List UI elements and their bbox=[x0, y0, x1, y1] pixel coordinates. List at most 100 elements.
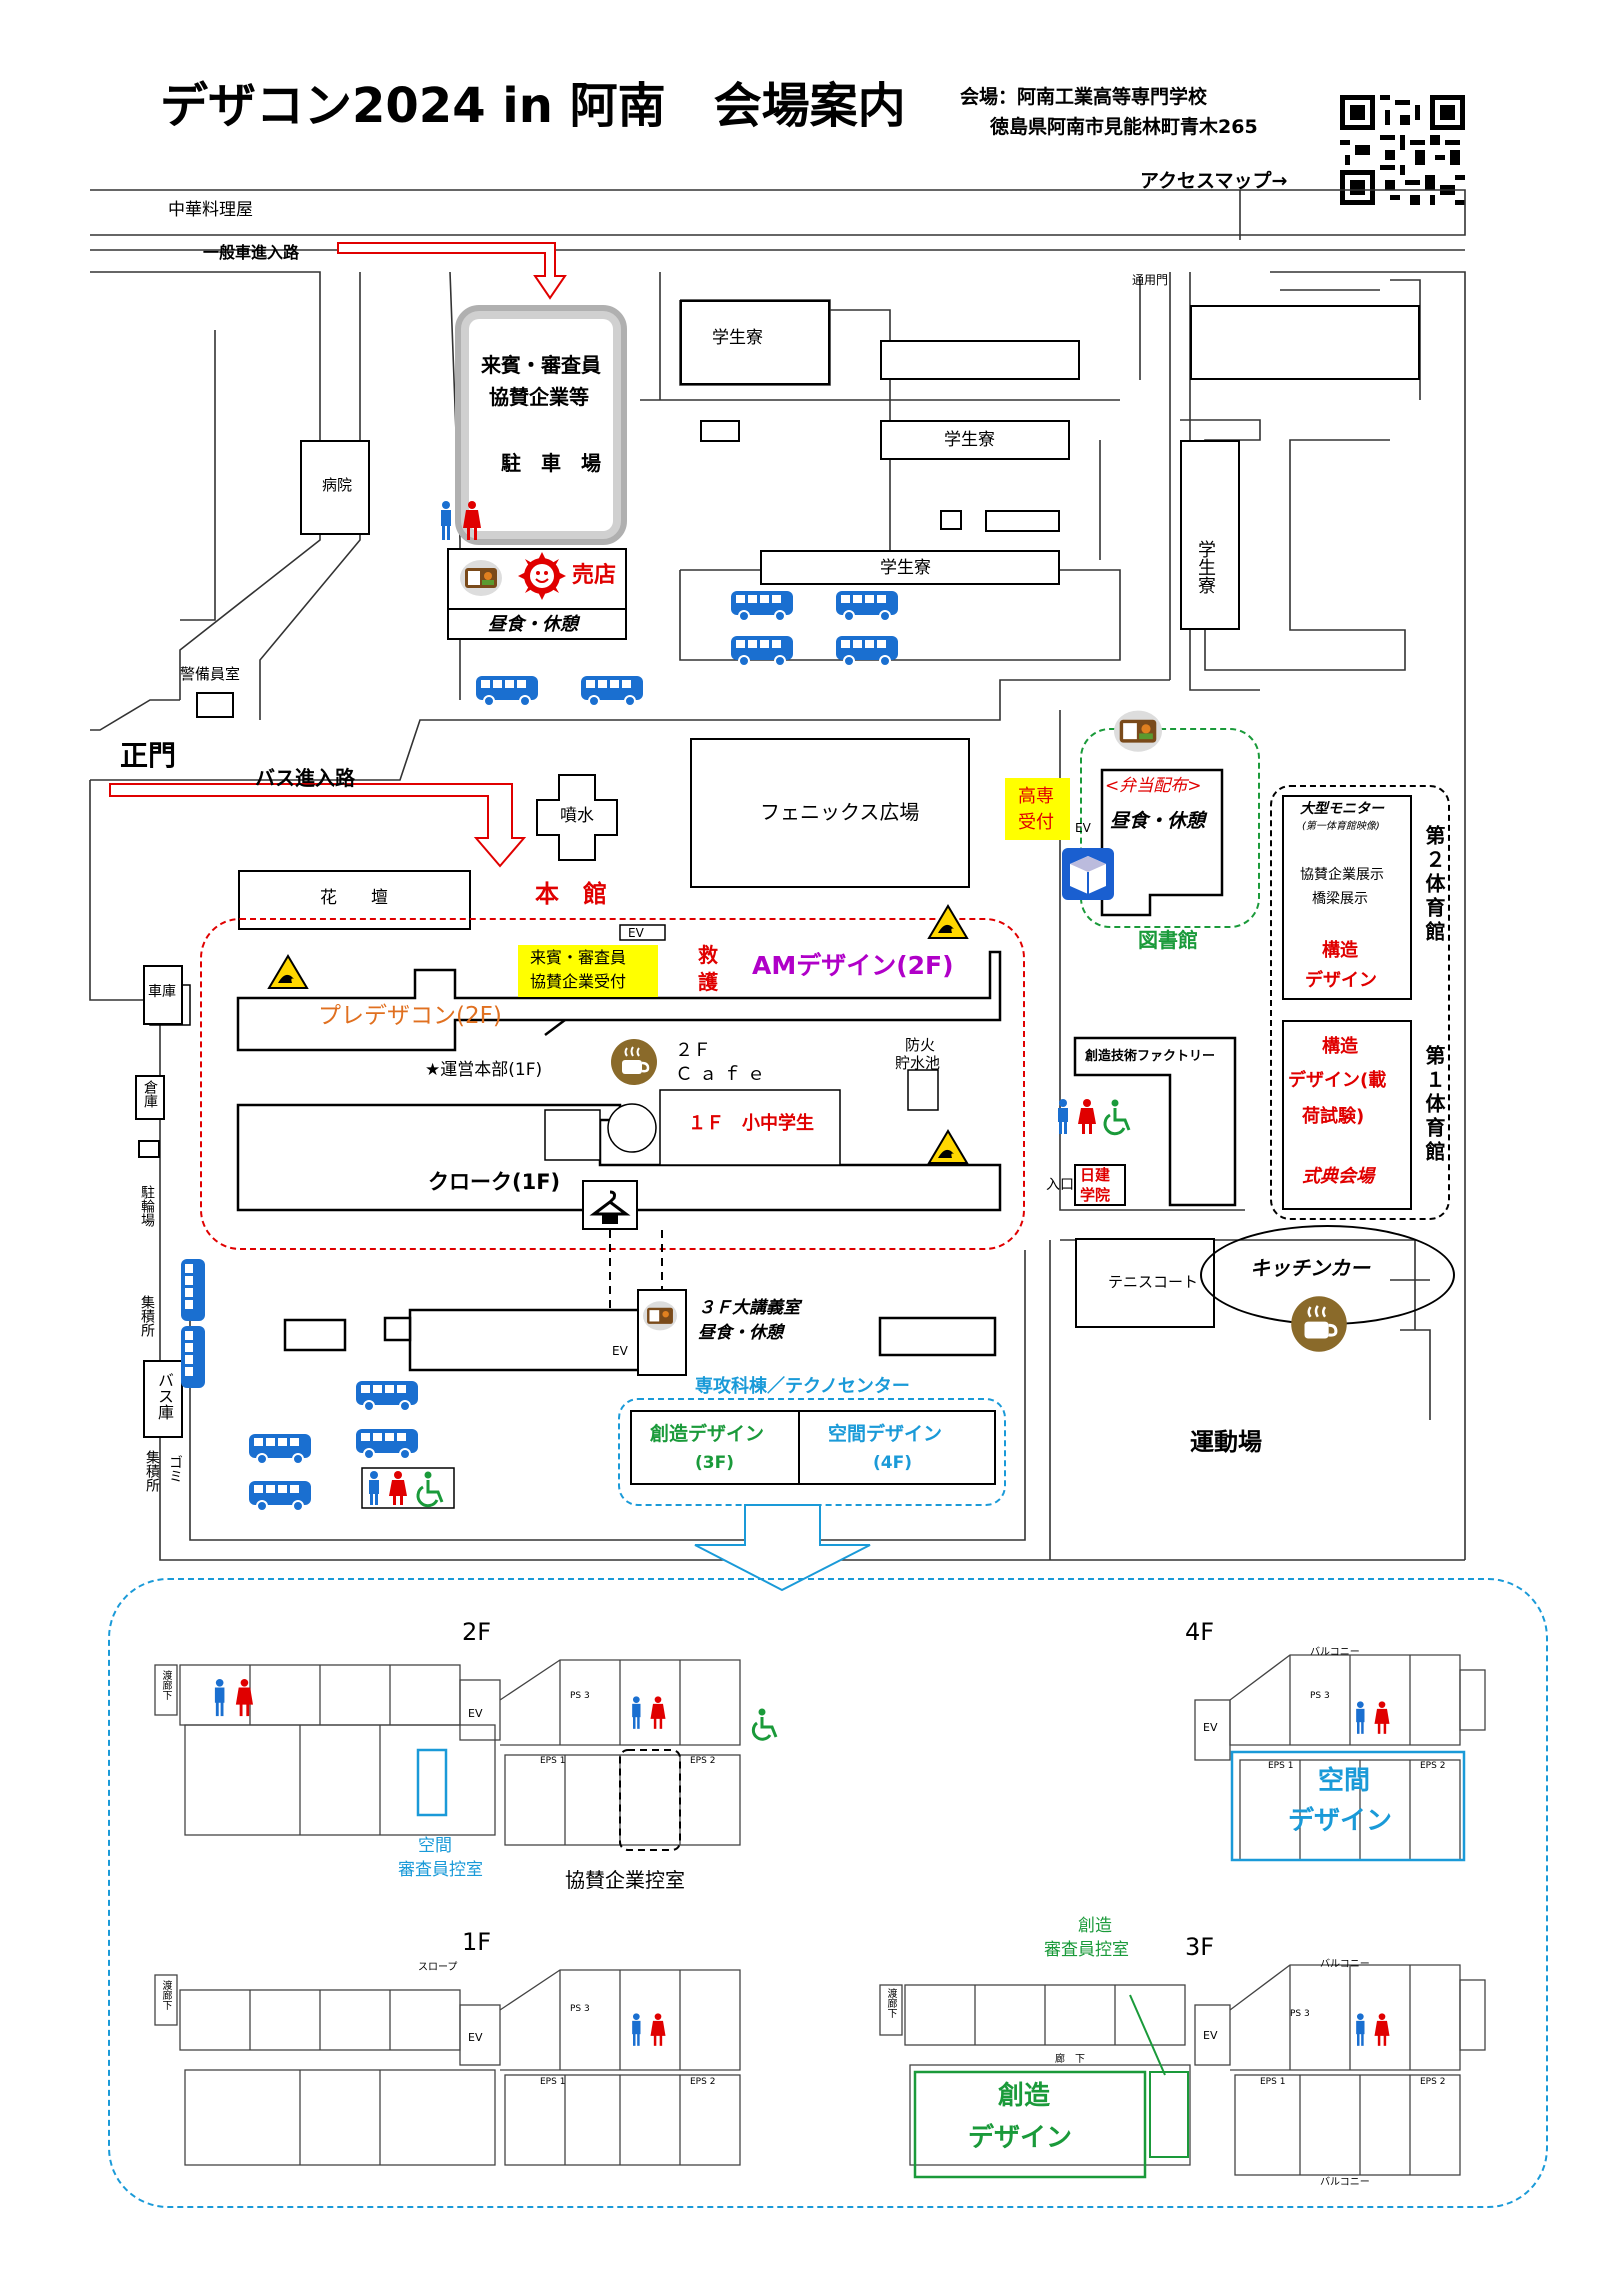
space-design-room bbox=[798, 1410, 996, 1485]
cafe-label: Ｃａｆｅ bbox=[675, 1064, 771, 1085]
creative-design-big-line2: デザイン bbox=[968, 2123, 1073, 2153]
bus-garage-label: バス庫 bbox=[155, 1372, 174, 1420]
bus-icon bbox=[249, 1434, 311, 1465]
floor4-eps2-label: EPS 2 bbox=[1420, 1761, 1446, 1771]
big-monitor-label: 大型モニター bbox=[1300, 801, 1384, 817]
shop-sun-icon bbox=[518, 552, 566, 600]
lecture-lunch-label: 昼食・休憩 bbox=[698, 1323, 783, 1343]
lecture-room-label: ３Ｆ大講義室 bbox=[698, 1298, 800, 1318]
bus-garage bbox=[143, 1360, 183, 1438]
floor2-corridor-label: 渡廊下 bbox=[160, 1670, 171, 1700]
big-monitor-sub-label: (第一体育館映像) bbox=[1302, 821, 1380, 832]
creative-design-label: 創造デザイン bbox=[650, 1423, 765, 1445]
creative-judges-line1: 創造 bbox=[1078, 1916, 1112, 1936]
senkou-label: 専攻科棟／テクノセンター bbox=[695, 1376, 910, 1397]
floor4-eps1-label: EPS 1 bbox=[1268, 1761, 1294, 1771]
dorm-building-top-right bbox=[880, 340, 1080, 380]
shop-label: 売店 bbox=[572, 563, 617, 588]
collection-point-label: 集積所 bbox=[139, 1295, 155, 1337]
fire-pond-line1: 防火 bbox=[905, 1036, 936, 1054]
hospital-building bbox=[300, 440, 370, 535]
fountain-shape bbox=[536, 774, 618, 861]
bento-distribution-label: <弁当配布> bbox=[1105, 776, 1202, 796]
space-design-label: 空間デザイン bbox=[828, 1423, 943, 1445]
floor2-accessible-icon bbox=[751, 1708, 778, 1741]
garbage-label: ゴミ bbox=[167, 1455, 183, 1483]
bicycle-parking-label: 駐輪場 bbox=[139, 1185, 155, 1227]
bus-icon bbox=[249, 1481, 311, 1512]
floor4-ev-label: EV bbox=[1203, 1721, 1218, 1734]
floor-3f-label: 3F bbox=[1185, 1933, 1215, 1961]
vip-reception-line1: 来賓・審査員 bbox=[530, 948, 627, 967]
creative-design-room bbox=[630, 1410, 800, 1485]
vip-parking-lot: 来賓・審査員 協賛企業等 駐 車 場 bbox=[455, 305, 627, 545]
restroom-icon bbox=[441, 501, 481, 540]
creative-judges-line2: 審査員控室 bbox=[1044, 1940, 1129, 1960]
floor-1f-label: 1F bbox=[462, 1928, 492, 1956]
floor3-balcony-bottom-label: バルコニー bbox=[1320, 2177, 1370, 2188]
hq-label: ★運営本部(1F) bbox=[425, 1060, 543, 1080]
qr-code-icon[interactable] bbox=[1340, 95, 1465, 205]
vip-parking-line1: 来賓・審査員 bbox=[481, 353, 601, 377]
nikken-line1: 日建 bbox=[1080, 1166, 1111, 1184]
nikken-line2: 学院 bbox=[1080, 1186, 1111, 1204]
main-hall-area bbox=[200, 918, 1025, 1250]
fire-pond-line2: 貯水池 bbox=[895, 1054, 941, 1072]
tennis-court bbox=[1075, 1238, 1215, 1328]
vip-reception-line2: 協賛企業受付 bbox=[530, 972, 627, 991]
page-title: デザコン2024 in 阿南 会場案内 bbox=[160, 78, 906, 134]
gym-dashed-area bbox=[1270, 785, 1450, 1220]
creative-design-big-line1: 創造 bbox=[998, 2081, 1051, 2111]
library-label: 図書館 bbox=[1138, 928, 1198, 952]
access-map-link[interactable]: アクセスマップ→ bbox=[1140, 170, 1288, 192]
floor1-eps2-label: EPS 2 bbox=[690, 2077, 716, 2087]
guard-room bbox=[196, 692, 234, 718]
tsunami-warning-icon bbox=[927, 1129, 969, 1164]
cafe-floor-label: ２Ｆ bbox=[675, 1040, 711, 1061]
library-bento-icon bbox=[1114, 710, 1162, 752]
floor3-balcony-top-label: バルコニー bbox=[1320, 1959, 1370, 1970]
main-hall-label: 本 館 bbox=[535, 880, 607, 908]
dorm-small-3 bbox=[985, 510, 1060, 532]
phoenix-plaza-label: フェニックス広場 bbox=[760, 800, 920, 824]
floor1-ps3-label: PS 3 bbox=[570, 2004, 590, 2014]
dorm-label-1: 学生寮 bbox=[712, 328, 763, 348]
hospital-label: 病院 bbox=[322, 476, 353, 494]
bus-icon bbox=[356, 1429, 418, 1460]
floor3-eps2-label: EPS 2 bbox=[1420, 2077, 1446, 2087]
space-judges-line1: 空間 bbox=[418, 1836, 452, 1856]
library-ev-label: EV bbox=[1075, 821, 1091, 835]
floor-4f-label: 4F bbox=[1185, 1618, 1215, 1646]
bus-icon bbox=[181, 1259, 205, 1321]
warehouse bbox=[135, 1075, 165, 1120]
first-aid-label-1: 救 bbox=[698, 943, 718, 967]
warehouse-label: 倉庫 bbox=[142, 1080, 158, 1108]
structure-design-line2: デザイン bbox=[1305, 970, 1377, 991]
dorm-building-3 bbox=[760, 550, 1060, 585]
flower-bed-label: 花 壇 bbox=[320, 888, 388, 908]
vip-parking-line2: 協賛企業等 bbox=[489, 385, 589, 409]
general-vehicle-route-label: 一般車進入路 bbox=[203, 243, 300, 262]
garage bbox=[143, 965, 183, 1025]
vip-parking-line3: 駐 車 場 bbox=[501, 451, 601, 475]
venue-name: 会場：阿南工業高等専門学校 bbox=[960, 86, 1208, 108]
cafe-icon bbox=[611, 1039, 657, 1085]
floor1-eps1-label: EPS 1 bbox=[540, 2077, 566, 2087]
floor3-ev-label: EV bbox=[1203, 2029, 1218, 2042]
factory-restroom-icon bbox=[1058, 1099, 1131, 1136]
restroom-accessible-icon bbox=[361, 1467, 455, 1509]
tsunami-warning-icon bbox=[927, 904, 969, 939]
floor4-balcony-label: バルコニー bbox=[1310, 1647, 1360, 1658]
floor1-corridor-label: 渡廊下 bbox=[160, 1980, 171, 2010]
floor2-restroom-icon bbox=[214, 1678, 253, 1717]
side-gate-label: 通用門 bbox=[1132, 273, 1169, 287]
bus-icon bbox=[836, 591, 898, 622]
creative-design-floor: (3F) bbox=[695, 1453, 734, 1473]
dorm-building-2 bbox=[880, 420, 1070, 460]
am-design-label: AMデザイン(2F) bbox=[752, 951, 954, 980]
pre-decon-label: プレデザコン(2F) bbox=[318, 1003, 502, 1029]
floor2-eps2-label: EPS 2 bbox=[690, 1756, 716, 1766]
floor3-restroom-icon bbox=[1356, 2013, 1390, 2046]
